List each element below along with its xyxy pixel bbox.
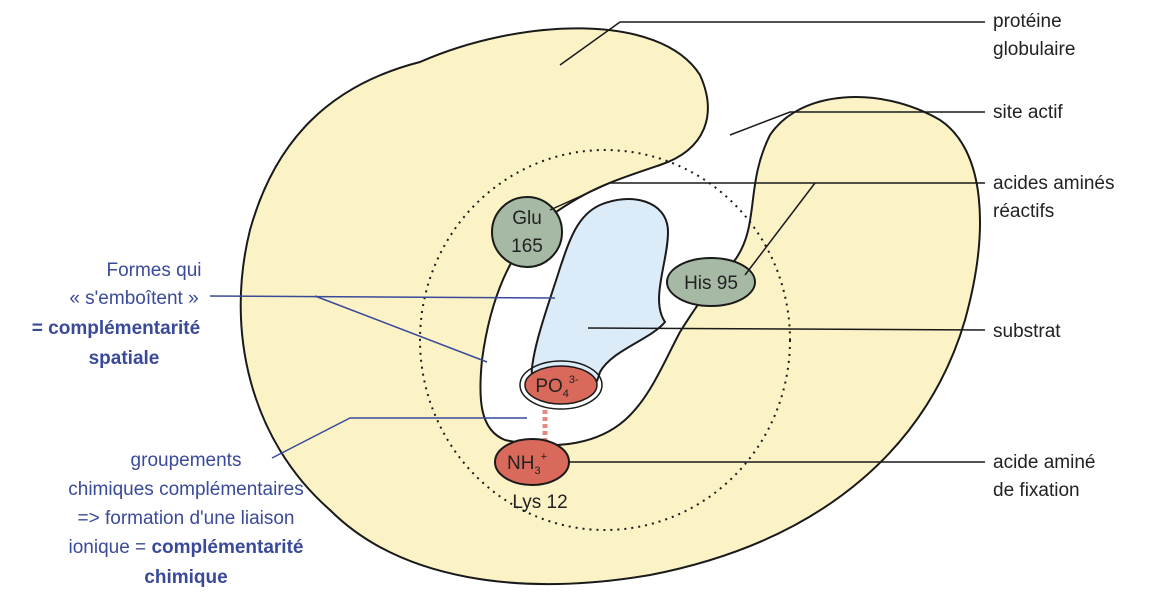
po4-label: PO43- — [535, 374, 579, 400]
proteine-label-line1: protéine — [993, 11, 1062, 32]
formes-leader-diagonal — [314, 295, 488, 363]
his-95-amino-acid — [666, 257, 756, 307]
proteine-label-line2: globulaire — [993, 39, 1075, 60]
glu-number: 165 — [511, 236, 543, 257]
fixation-label-line1: acide aminé — [993, 452, 1095, 473]
proteine-leader-line — [559, 21, 985, 66]
substrat-label: substrat — [993, 321, 1061, 342]
groupements-label-line1: groupements — [131, 450, 242, 471]
site-actif-label: site actif — [993, 102, 1063, 123]
glu-165-amino-acid — [491, 196, 563, 268]
substrat-leader-line — [587, 327, 986, 331]
acides-label-line2: réactifs — [993, 201, 1054, 222]
site-actif-leader-line — [729, 111, 985, 136]
his-label: His 95 — [684, 273, 738, 294]
acides-label-line1: acides aminés — [993, 173, 1114, 194]
formes-leader-line — [209, 295, 556, 299]
active-site-boundary — [419, 149, 791, 531]
formes-label-line1: Formes qui — [106, 260, 201, 281]
nh3-label: NH3+ — [507, 451, 547, 477]
groupements-label-line5: chimique — [144, 567, 227, 588]
groupements-label-line2: chimiques complémentaires — [68, 479, 304, 500]
lys-12-label: Lys 12 — [512, 492, 567, 513]
fixation-label-line2: de fixation — [993, 480, 1080, 501]
po4-group — [524, 365, 598, 405]
formes-label-line3: = complémentarité — [32, 318, 200, 339]
formes-label-line4: spatiale — [89, 348, 160, 369]
groupements-leader-line — [271, 417, 527, 459]
glu-label: Glu — [512, 208, 542, 229]
his-leader-line — [744, 182, 816, 276]
groupements-label-line4: ionique = complémentarité — [69, 537, 304, 558]
po4-outer-ring — [519, 360, 603, 410]
glu-leader-line — [549, 182, 985, 211]
groupements-label-line3: => formation d'une liaison — [78, 508, 295, 529]
formes-label-line2: « s'emboîtent » — [69, 288, 198, 309]
